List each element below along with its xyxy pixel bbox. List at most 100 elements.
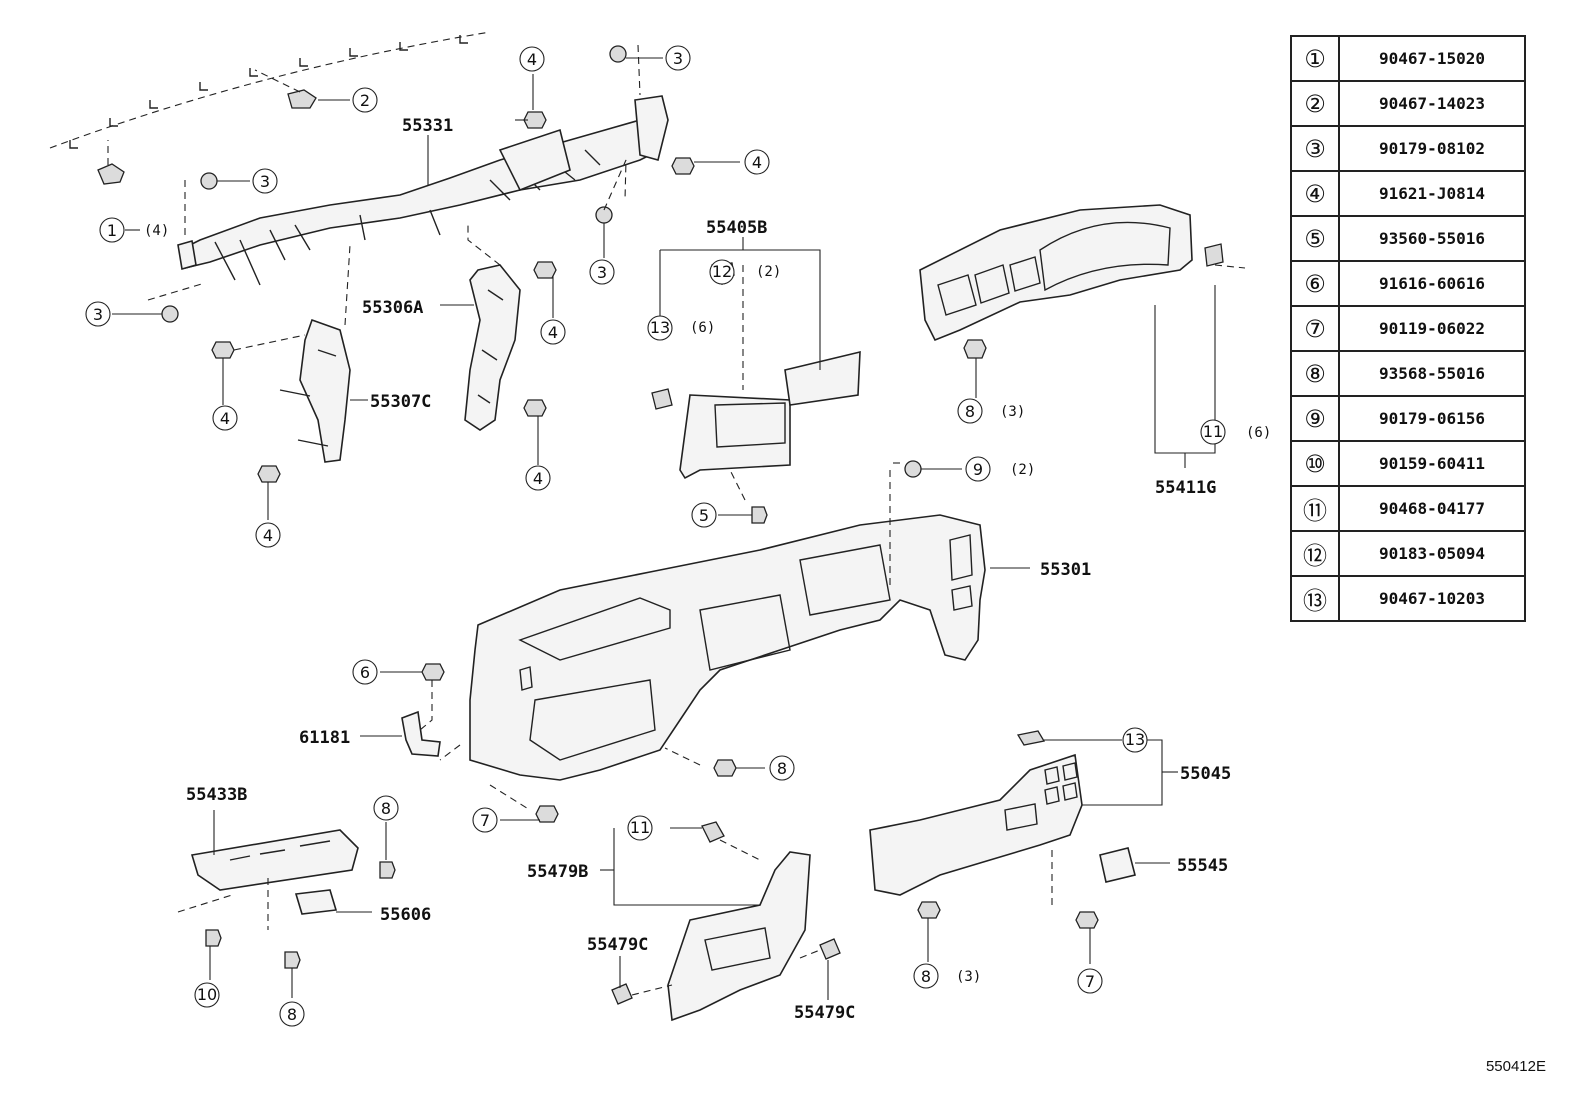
svg-text:(4): (4) bbox=[144, 223, 169, 239]
label-55301: 55301 bbox=[1040, 560, 1091, 580]
svg-text:8: 8 bbox=[965, 402, 975, 421]
svg-text:3: 3 bbox=[597, 263, 607, 282]
callout-8b: 8 bbox=[769, 755, 795, 781]
label-55479c-a: 55479C bbox=[587, 935, 648, 955]
svg-text:11: 11 bbox=[630, 818, 650, 837]
label-55479b: 55479B bbox=[527, 862, 588, 882]
parts-table-part-number: 90159-60411 bbox=[1338, 440, 1526, 487]
svg-text:4: 4 bbox=[548, 323, 558, 342]
label-61181: 61181 bbox=[299, 728, 350, 748]
lower-panel-55433b bbox=[177, 810, 396, 998]
callout-11a: 11(6) bbox=[1200, 419, 1271, 445]
parts-table-part-number: 90467-15020 bbox=[1338, 35, 1526, 82]
parts-table-key: ② bbox=[1290, 80, 1340, 127]
parts-table-part-number: 90467-10203 bbox=[1338, 575, 1526, 622]
callout-4d: 4 bbox=[525, 465, 551, 491]
svg-text:5: 5 bbox=[699, 506, 709, 525]
bracket-61181 bbox=[360, 663, 445, 757]
svg-text:(2): (2) bbox=[756, 264, 781, 280]
parts-table-part-number: 90183-05094 bbox=[1338, 530, 1526, 577]
callout-3d: 3 bbox=[589, 259, 615, 285]
label-55331: 55331 bbox=[402, 116, 453, 136]
callout-3a: 3 bbox=[252, 168, 278, 194]
callout-8d: 8 bbox=[279, 1001, 305, 1027]
parts-table-key: ⑤ bbox=[1290, 215, 1340, 262]
parts-table-part-number: 93568-55016 bbox=[1338, 350, 1526, 397]
callout-1: 1 (4) bbox=[99, 217, 169, 243]
callout-7a: 7 bbox=[472, 807, 498, 833]
callout-4f: 4 bbox=[255, 522, 281, 548]
bezel-55411g bbox=[919, 204, 1246, 468]
dash-reinforcement-55331 bbox=[177, 95, 669, 286]
parts-table-key: ⑬ bbox=[1290, 575, 1340, 622]
svg-text:1: 1 bbox=[107, 221, 117, 240]
callout-7b: 7 bbox=[1077, 968, 1103, 994]
parts-table-key: ⑫ bbox=[1290, 530, 1340, 577]
label-55606: 55606 bbox=[380, 905, 431, 925]
callout-8c: 8 bbox=[373, 795, 399, 821]
cowl-edge bbox=[49, 31, 491, 149]
svg-text:4: 4 bbox=[533, 469, 543, 488]
parts-table-key: ⑧ bbox=[1290, 350, 1340, 397]
callout-12: 12 (2) bbox=[709, 259, 781, 285]
svg-text:(3): (3) bbox=[956, 969, 981, 985]
svg-text:(6): (6) bbox=[1246, 425, 1271, 441]
callout-8e: 8 (3) bbox=[913, 963, 981, 989]
svg-text:9: 9 bbox=[973, 460, 983, 479]
svg-text:(6): (6) bbox=[690, 320, 715, 336]
bolts-4 bbox=[211, 74, 740, 520]
parts-table-part-number: 93560-55016 bbox=[1338, 215, 1526, 262]
callout-2: 2 bbox=[352, 87, 378, 113]
part-number-labels: 55331 55306A 55307C 55405B 55411G 55301 … bbox=[186, 116, 1231, 1023]
label-55411g: 55411G bbox=[1155, 478, 1216, 498]
clip-2-part bbox=[254, 69, 350, 109]
bracket-55306a bbox=[440, 225, 521, 431]
parts-table-part-number: 91621-J0814 bbox=[1338, 170, 1526, 217]
callout-6: 6 bbox=[352, 659, 378, 685]
panel-55405b bbox=[651, 237, 861, 524]
callout-10: 10 bbox=[194, 982, 220, 1008]
callout-3c: 3 bbox=[665, 45, 691, 71]
svg-text:8: 8 bbox=[777, 759, 787, 778]
callout-9: 9(2) bbox=[965, 456, 1035, 482]
parts-table-key: ⑨ bbox=[1290, 395, 1340, 442]
label-55307c: 55307C bbox=[370, 392, 431, 412]
label-55479c-b: 55479C bbox=[794, 1003, 855, 1023]
callout-11b: 11 bbox=[627, 815, 653, 841]
label-55405b: 55405B bbox=[706, 218, 767, 238]
parts-table-part-number: 90467-14023 bbox=[1338, 80, 1526, 127]
parts-table-key: ⑩ bbox=[1290, 440, 1340, 487]
label-55545: 55545 bbox=[1177, 856, 1228, 876]
instrument-panel-55301 bbox=[439, 462, 1030, 811]
svg-text:12: 12 bbox=[712, 262, 732, 281]
callout-13b: 13 bbox=[1122, 727, 1148, 753]
clip-1-part bbox=[97, 140, 140, 231]
svg-text:13: 13 bbox=[650, 318, 670, 337]
svg-text:2: 2 bbox=[360, 91, 370, 110]
parts-table-key: ① bbox=[1290, 35, 1340, 82]
svg-text:7: 7 bbox=[1085, 972, 1095, 991]
nuts-3 bbox=[112, 44, 663, 323]
svg-text:7: 7 bbox=[480, 811, 490, 830]
label-55306a: 55306A bbox=[362, 298, 423, 318]
svg-text:4: 4 bbox=[527, 50, 537, 69]
svg-text:4: 4 bbox=[220, 409, 230, 428]
parts-table-part-number: 90119-06022 bbox=[1338, 305, 1526, 352]
callout-4b: 4 bbox=[744, 149, 770, 175]
reference-code: 550412E bbox=[1485, 1058, 1546, 1075]
svg-text:4: 4 bbox=[263, 526, 273, 545]
svg-text:8: 8 bbox=[381, 799, 391, 818]
screw-7-left bbox=[500, 805, 559, 823]
svg-text:8: 8 bbox=[921, 967, 931, 986]
svg-text:3: 3 bbox=[673, 49, 683, 68]
